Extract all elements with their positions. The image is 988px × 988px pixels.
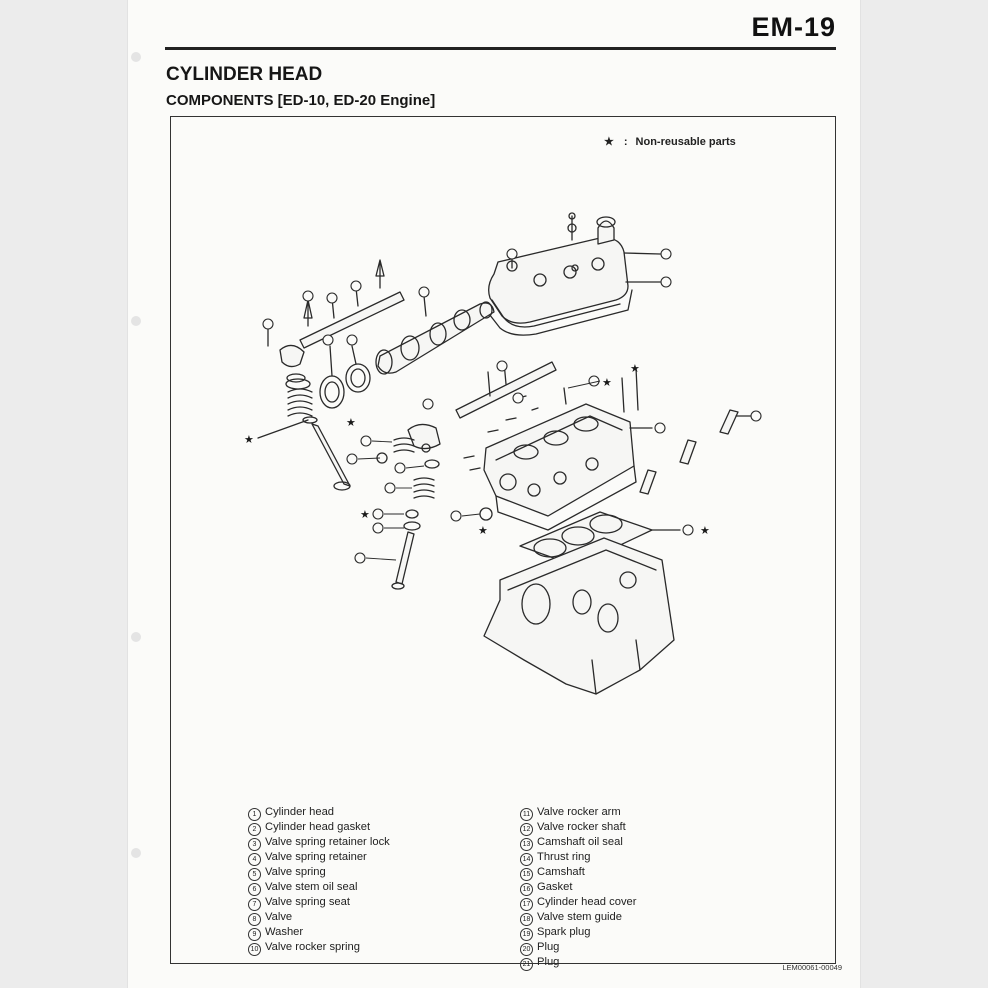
list-item: 5 Valve spring [248,866,390,881]
part-number: 15 [520,868,533,881]
part-label: Spark plug [537,926,591,938]
list-item: 15 Camshaft [520,866,637,881]
svg-text:★: ★ [346,416,356,429]
list-item: 16 Gasket [520,881,637,896]
part-number: 13 [520,838,533,851]
part-label: Camshaft [537,866,585,878]
list-item: 14 Thrust ring [520,851,637,866]
header-rule [165,47,836,50]
list-item: 10 Valve rocker spring [248,941,390,956]
part-number: 9 [248,928,261,941]
part-number: 20 [520,943,533,956]
list-item: 3 Valve spring retainer lock [248,836,390,851]
list-item: 13 Camshaft oil seal [520,836,637,851]
list-item: 8 Valve [248,911,390,926]
part-label: Plug [537,956,560,968]
legend-text: Non-reusable parts [635,136,736,148]
part-label: Cylinder head cover [537,896,637,908]
part-label: Valve [265,911,293,923]
part-number: 1 [248,808,261,821]
svg-text:★: ★ [360,508,370,521]
part-label: Valve rocker shaft [537,821,626,833]
part-number: 10 [248,943,261,956]
part-label: Valve stem guide [537,911,622,923]
list-item: 4 Valve spring retainer [248,851,390,866]
list-item: 7 Valve spring seat [248,896,390,911]
list-item: 20 Plug [520,941,637,956]
cylinder-block [483,537,675,695]
page-number: EM-19 [751,12,836,42]
part-number: 4 [248,853,261,866]
part-number: 12 [520,823,533,836]
binder-hole [131,52,141,62]
list-item: 6 Valve stem oil seal [248,881,390,896]
section-title: CYLINDER HEAD [166,64,323,85]
legend-note: ★: Non-reusable parts [604,135,736,148]
part-number: 11 [520,808,533,821]
list-item: 19 Spark plug [520,926,637,941]
part-label: Valve spring seat [265,896,350,908]
part-number: 16 [520,883,533,896]
part-number: 21 [520,958,533,971]
part-label: Valve rocker arm [537,806,621,818]
part-label: Cylinder head [265,806,335,818]
part-label: Valve spring retainer [265,851,367,863]
part-label: Gasket [537,881,573,893]
part-number: 5 [248,868,261,881]
section-subtitle: COMPONENTS [ED-10, ED-20 Engine] [166,92,436,109]
part-label: Camshaft oil seal [537,836,623,848]
svg-text:★: ★ [700,524,710,537]
cylinder-head [483,403,637,531]
diagram-frame [170,116,836,964]
part-number: 19 [520,928,533,941]
list-item: 1 Cylinder head [248,806,390,821]
part-number: 8 [248,913,261,926]
svg-text:★: ★ [630,362,640,375]
part-label: Valve stem oil seal [265,881,358,893]
part-label: Cylinder head gasket [265,821,371,833]
list-item: 17 Cylinder head cover [520,896,637,911]
part-label: Valve spring retainer lock [265,836,390,848]
list-item: 9 Washer [248,926,390,941]
part-label: Washer [265,926,304,938]
list-item: 11 Valve rocker arm [520,806,637,821]
part-number: 3 [248,838,261,851]
drawing-code: LEM00061-00049 [782,963,842,972]
part-label: Valve spring [265,866,326,878]
legend-colon: : [623,136,628,148]
binder-hole [131,316,141,326]
list-item: 12 Valve rocker shaft [520,821,637,836]
camshaft [375,295,495,375]
part-number: 7 [248,898,261,911]
list-item: 18 Valve stem guide [520,911,637,926]
binder-hole [131,848,141,858]
cylinder-head-cover [485,216,633,336]
binder-hole [131,632,141,642]
list-item: 2 Cylinder head gasket [248,821,390,836]
valve-spring-assembly-left [285,373,351,491]
part-number: 18 [520,913,533,926]
star-icon: ★ [604,136,614,148]
svg-text:★: ★ [244,433,254,446]
svg-text:★: ★ [602,376,612,389]
part-label: Plug [537,941,560,953]
part-number: 14 [520,853,533,866]
part-number: 2 [248,823,261,836]
svg-text:★: ★ [478,524,488,537]
part-number: 6 [248,883,261,896]
list-item: 21 Plug [520,956,637,971]
part-number: 17 [520,898,533,911]
part-label: Valve rocker spring [265,941,360,953]
part-label: Thrust ring [537,851,591,863]
